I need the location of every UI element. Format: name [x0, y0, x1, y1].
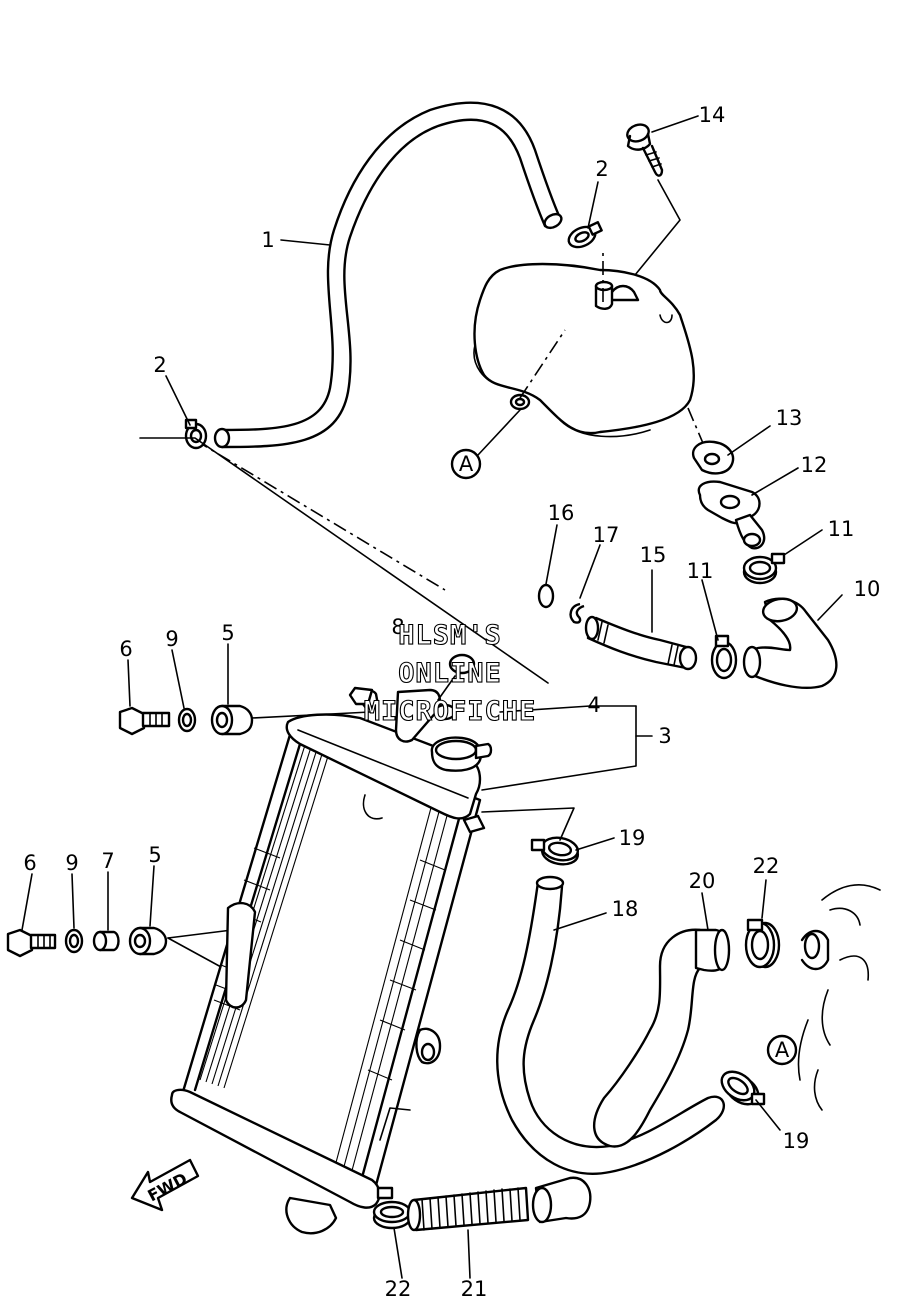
hose-clamp-part-22-upper: [744, 918, 781, 969]
hose-clamp-part-11-lower: [710, 634, 738, 680]
callout-1: 1: [261, 228, 274, 252]
circlip-part-17: [569, 602, 585, 624]
callout-22: 22: [753, 854, 780, 878]
radiator-hose-part-18: [496, 875, 726, 1175]
collar-part-7: [92, 930, 120, 952]
callout-14: 14: [699, 103, 726, 127]
hose-clamp-part-22-lower: [372, 1186, 412, 1230]
coolant-reservoir-tank: [473, 262, 695, 438]
hose-clamp-part-2-upper: [567, 221, 603, 249]
callout-13: 13: [776, 406, 803, 430]
watermark-line-1: HLSM'S: [398, 620, 502, 651]
o-ring-part-16: [537, 583, 555, 609]
leader-5-lower-a: [167, 929, 233, 939]
overflow-hose-part-1: [213, 101, 563, 449]
callout-17: 17: [593, 523, 620, 547]
callout-12: 12: [801, 453, 828, 477]
callout-21: 21: [461, 1277, 488, 1301]
centerline-upper-hose: [194, 439, 446, 591]
callout-20: 20: [689, 869, 716, 893]
callout-5: 5: [148, 843, 161, 867]
reference-marker-label: A: [775, 1038, 790, 1062]
radiator-cap-part-4: [430, 736, 493, 772]
callout-9: 9: [165, 627, 178, 651]
callout-18: 18: [612, 897, 639, 921]
grommet-part-5-lower: [128, 926, 168, 956]
callout-3: 3: [658, 724, 671, 748]
drain-bolt-part-8: [433, 653, 476, 721]
callout-2: 2: [153, 353, 166, 377]
pipe-part-15: [584, 615, 698, 671]
fitting-part-12: [697, 480, 766, 550]
hose-clamp-part-19-upper: [530, 836, 580, 866]
elbow-hose-part-10: [742, 597, 838, 690]
reference-marker-a-lower: A: [766, 1034, 798, 1066]
callout-19: 19: [783, 1129, 810, 1153]
reference-marker-label: A: [459, 452, 474, 476]
bolt-part-14: [626, 123, 681, 301]
centerline-tank-top: [519, 329, 566, 399]
reference-marker-a-upper: A: [450, 409, 521, 480]
callout-22: 22: [385, 1277, 412, 1301]
forward-direction-arrow: FWD: [130, 1158, 200, 1212]
washer-part-9-upper: [177, 707, 197, 733]
callout-4: 4: [587, 693, 600, 717]
gasket-part-13: [691, 440, 735, 475]
callout-15: 15: [640, 543, 667, 567]
callout-19: 19: [619, 826, 646, 850]
callout-7: 7: [101, 849, 114, 873]
corrugated-hose-part-21: [406, 1176, 592, 1232]
watermark-line-2: ONLINE: [398, 658, 502, 689]
callout-11: 11: [828, 517, 855, 541]
callout-11: 11: [687, 559, 714, 583]
callout-5: 5: [221, 621, 234, 645]
callout-leader-lines: [21, 115, 843, 1279]
engine-outlet-fitting: [797, 884, 881, 1111]
callout-9: 9: [65, 851, 78, 875]
centerline-tank-outlet: [687, 407, 709, 456]
hose-clamp-part-11-upper: [742, 552, 786, 585]
callout-6: 6: [119, 637, 132, 661]
washer-part-9-lower: [64, 928, 84, 954]
callout-numbers: 1 2 2 3 4 5 5 6 6 7 8 9 9 10 11 11 12 13…: [23, 103, 880, 1301]
callout-16: 16: [548, 501, 575, 525]
radiator-hose-part-20: [592, 928, 731, 1148]
bolt-part-6-lower: [6, 928, 57, 958]
radiator-assembly-part-3: [170, 686, 486, 1235]
watermark-line-3: MICROFICHE: [364, 696, 537, 727]
watermark: HLSM'S ONLINE MICROFICHE: [363, 619, 537, 727]
callout-8: 8: [391, 615, 404, 639]
grommet-part-5-upper: [210, 704, 254, 736]
callout-10: 10: [854, 577, 881, 601]
hose-clamp-part-19-lower: [720, 1070, 766, 1106]
callout-2: 2: [595, 157, 608, 181]
callout-6: 6: [23, 851, 36, 875]
bolt-part-6-upper: [118, 706, 171, 736]
